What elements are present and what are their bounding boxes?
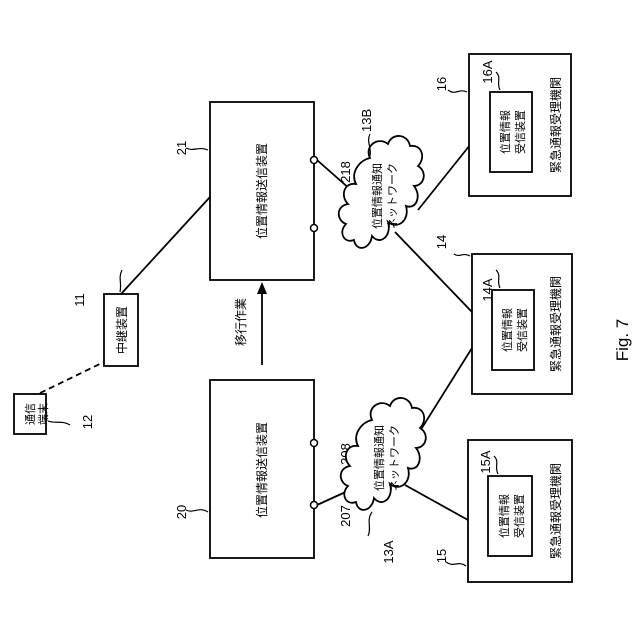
svg-text:受信装置: 受信装置 (516, 308, 529, 352)
sender-20-port-208 (311, 440, 318, 447)
emergency-agency-14: 緊急通報受理機関 位置情報 受信装置 (472, 254, 572, 394)
svg-text:緊急通報受理機関: 緊急通報受理機関 (548, 276, 563, 372)
svg-text:位置情報通知: 位置情報通知 (372, 425, 386, 491)
svg-text:21: 21 (174, 141, 189, 155)
communication-terminal: 通信 端末 (14, 394, 50, 434)
svg-text:15: 15 (434, 549, 449, 563)
svg-text:緊急通報受理機関: 緊急通報受理機関 (548, 463, 563, 559)
svg-text:16A: 16A (480, 60, 495, 83)
network-13b-cloud: 位置情報通知 ネットワーク (339, 136, 424, 248)
sender-20-ref: 20 (174, 505, 208, 519)
migration-indicator: 移行作業 (234, 282, 267, 365)
sender-20-port-207 (311, 502, 318, 509)
svg-text:13A: 13A (381, 540, 396, 563)
svg-text:受信装置: 受信装置 (514, 110, 527, 154)
svg-text:12: 12 (80, 415, 95, 429)
svg-text:位置情報通知: 位置情報通知 (370, 163, 384, 229)
svg-text:14A: 14A (480, 278, 495, 301)
sender-21-port-218 (311, 157, 318, 164)
svg-text:中継装置: 中継装置 (114, 306, 129, 354)
relay-to-sender-21-link (121, 197, 210, 294)
location-sender-21: 位置情報送信装置 (210, 102, 314, 280)
sender-21-port-unused (311, 225, 318, 232)
wireless-link (40, 360, 108, 393)
svg-text:移行作業: 移行作業 (234, 298, 248, 346)
svg-text:位置情報送信装置: 位置情報送信装置 (254, 422, 269, 518)
svg-text:受信装置: 受信装置 (513, 494, 526, 538)
svg-text:位置情報: 位置情報 (497, 494, 511, 538)
network-13a-ref: 13A (368, 512, 396, 564)
svg-text:位置情報: 位置情報 (500, 308, 514, 352)
port-207-ref: 207 (338, 505, 353, 527)
sender-21-ref: 21 (174, 141, 208, 155)
location-sender-20: 位置情報送信装置 (210, 380, 314, 558)
svg-text:通信: 通信 (24, 403, 37, 425)
terminal-ref: 12 (48, 415, 95, 429)
network-13a-cloud: 位置情報通知 ネットワーク (341, 398, 426, 510)
figure-label: Fig. 7 (613, 319, 632, 362)
svg-text:位置情報: 位置情報 (498, 110, 512, 154)
svg-text:ネットワーク: ネットワーク (386, 163, 399, 229)
svg-text:14: 14 (434, 235, 449, 249)
svg-text:11: 11 (72, 293, 87, 307)
svg-text:ネットワーク: ネットワーク (388, 425, 401, 491)
svg-text:緊急通報受理機関: 緊急通報受理機関 (548, 77, 563, 173)
svg-text:位置情報送信装置: 位置情報送信装置 (254, 143, 269, 239)
svg-text:20: 20 (174, 505, 189, 519)
relay-device: 中継装置 (104, 294, 138, 366)
svg-text:端末: 端末 (36, 403, 50, 425)
svg-text:16: 16 (434, 77, 449, 91)
svg-text:13B: 13B (359, 109, 374, 132)
svg-text:15A: 15A (478, 450, 493, 473)
